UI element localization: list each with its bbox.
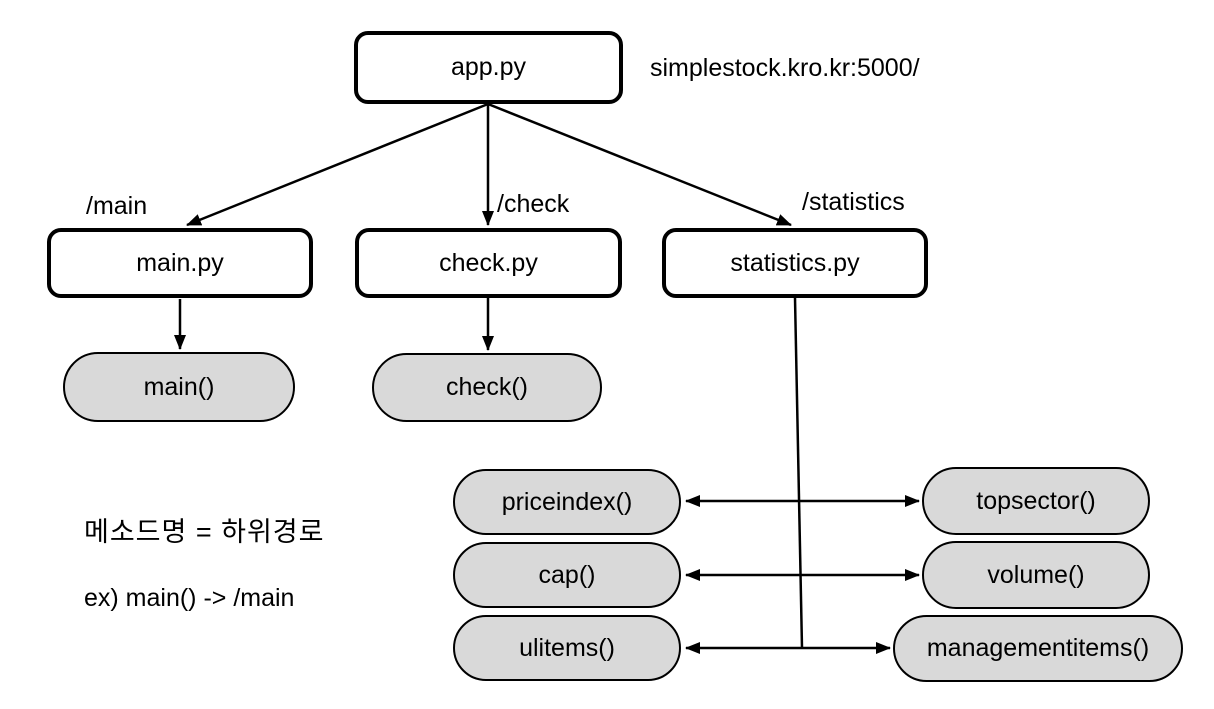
note-example: ex) main() -> /main [84, 584, 295, 612]
method-pill-volume-label: volume() [987, 560, 1085, 589]
method-pill-ulitems: ulitems() [453, 615, 681, 681]
host-url-label: simplestock.kro.kr:5000/ [650, 54, 920, 82]
method-pill-check: check() [372, 353, 602, 422]
method-pill-topsector-label: topsector() [976, 486, 1096, 515]
route-label-statistics: /statistics [802, 188, 905, 216]
node-check-py-label: check.py [439, 248, 538, 277]
edge-app-to-main [186, 102, 489, 227]
node-statistics-py: statistics.py [662, 228, 928, 298]
method-pill-ulitems-label: ulitems() [519, 633, 615, 662]
method-pill-main-label: main() [143, 372, 215, 401]
route-label-check: /check [497, 190, 570, 218]
method-pill-main: main() [63, 352, 295, 422]
edge-app-to-statistics [487, 102, 792, 227]
method-pill-priceindex-label: priceindex() [501, 487, 633, 516]
node-statistics-py-label: statistics.py [730, 248, 860, 277]
edge-statistics-trunk [793, 297, 804, 649]
node-check-py: check.py [355, 228, 622, 298]
method-pill-managementitems: managementitems() [893, 615, 1183, 682]
node-app-py-label: app.py [450, 53, 527, 81]
node-main-py-label: main.py [136, 248, 224, 277]
note-method-route-mapping: 메소드명 = 하위경로 [84, 517, 325, 547]
method-pill-check-label: check() [446, 373, 528, 401]
method-pill-managementitems-label: managementitems() [926, 634, 1150, 662]
method-pill-priceindex: priceindex() [453, 469, 681, 535]
route-label-main: /main [86, 192, 148, 220]
node-app-py: app.py [354, 31, 623, 104]
method-pill-topsector: topsector() [922, 467, 1150, 535]
method-pill-cap-label: cap() [538, 560, 596, 589]
method-pill-volume: volume() [922, 541, 1150, 609]
method-pill-cap: cap() [453, 542, 681, 608]
node-main-py: main.py [47, 228, 313, 298]
